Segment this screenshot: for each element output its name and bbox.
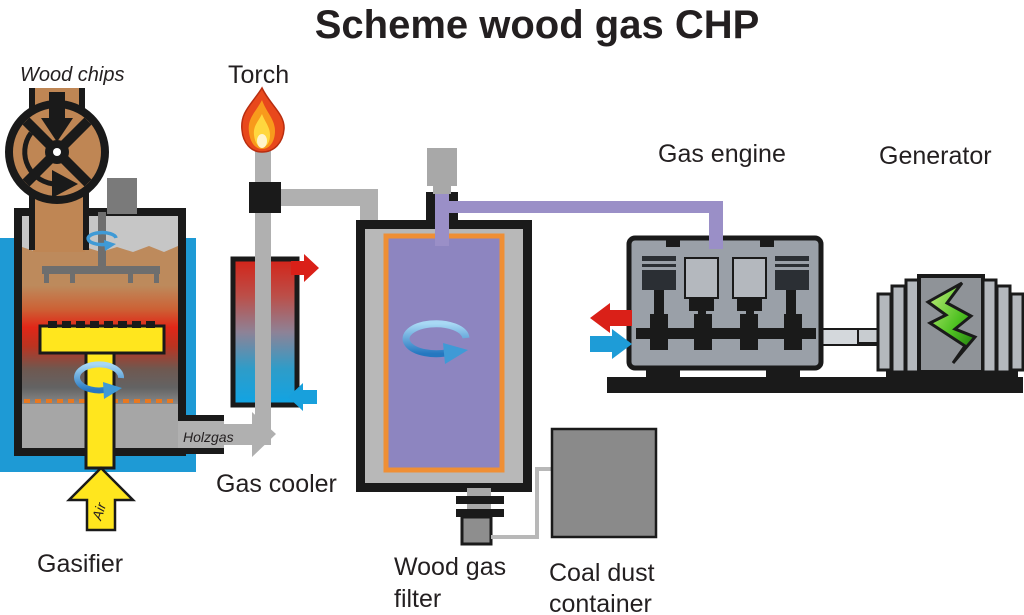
gas-cooler [230, 254, 319, 411]
gasifier [0, 88, 224, 472]
stirrer-tooth [70, 274, 75, 283]
wood-gas-pipe [224, 148, 378, 457]
stirrer-shaft [98, 212, 106, 270]
dust-outlet-box [460, 515, 493, 546]
labels: Scheme wood gas CHP Wood chips Torch Gas… [20, 3, 992, 615]
torch-riser-pipe [255, 148, 271, 445]
stirrer-tooth [44, 274, 49, 283]
cold-water-in-arrow [288, 383, 317, 411]
torch-valve-box [249, 182, 281, 213]
coal-dust-container [550, 427, 658, 539]
generator-left-ribs [876, 278, 921, 374]
air-inlet: Air [65, 466, 137, 532]
flame-icon [241, 86, 285, 153]
filter-flange [456, 509, 504, 517]
clean-gas-pipe-horizontal [441, 201, 723, 213]
gasifier-label: Gasifier [37, 550, 123, 578]
lightning-bolt-icon [925, 281, 978, 364]
chute-edge [79, 88, 85, 122]
clean-gas-pipe [441, 201, 723, 213]
stirrer-bar [42, 266, 160, 274]
wood-gas-filter-label-line1: Wood gas [394, 553, 506, 581]
rotation-arrow-icon [86, 230, 118, 251]
engine-cooling-water-in-arrow [590, 329, 632, 359]
gas-engine-label: Gas engine [658, 140, 786, 168]
generator [857, 274, 1024, 381]
stirrer-motor [107, 178, 137, 214]
air-flow-arrow [65, 466, 137, 532]
valve-hub-pin [53, 148, 61, 156]
gas-cooler-label: Gas cooler [216, 470, 337, 498]
coal-dust-label-line1: Coal dust [549, 559, 655, 587]
wood-chips-label: Wood chips [20, 64, 125, 86]
torch-label: Torch [228, 61, 289, 89]
dust-pipe [491, 467, 553, 539]
pipe-to-filter-horizontal [281, 189, 378, 206]
engine-head-notch [666, 236, 680, 247]
generator-right-ribs [981, 278, 1024, 374]
gas-engine [590, 201, 824, 378]
rotation-arrow-icon [74, 361, 124, 399]
air-distributor [38, 321, 166, 470]
filter-top-neck [433, 186, 451, 194]
engine-crankshaft [636, 314, 816, 350]
wood-chips-feed-arrow [41, 92, 73, 142]
fuel-inlet-pipe-edge [83, 192, 89, 250]
coal-dust-label-line2: container [549, 590, 652, 615]
chute-edge [29, 88, 35, 122]
fuel-inlet-pipe-edge [29, 192, 35, 250]
stirrer-tooth [128, 274, 133, 283]
filter-flange [456, 496, 504, 504]
engine-head-notch [760, 236, 774, 247]
diagram-title: Scheme wood gas CHP [315, 3, 760, 47]
engine-gas-inlet [709, 201, 723, 249]
wood-gas-filter-label-line2: filter [394, 585, 441, 613]
gas-out-arrow [224, 412, 276, 457]
holzgas-outlet [178, 415, 224, 454]
generator-label: Generator [879, 142, 992, 170]
holzgas-label: Holzgas [183, 429, 234, 445]
air-nozzle-bar [38, 324, 166, 355]
torch [241, 86, 285, 213]
stirrer-tooth [154, 274, 159, 283]
valve-rotation-arrowhead [52, 170, 78, 198]
rotary-valve [5, 88, 109, 204]
air-nozzle-dashes [48, 321, 155, 328]
rotation-arrow-icon [402, 320, 470, 364]
hot-water-out-arrow [291, 254, 319, 282]
wood-gas-filter [356, 148, 553, 546]
air-label: Air [88, 499, 109, 522]
filter-top-box [427, 148, 457, 186]
engine-hot-water-out-arrow [590, 303, 632, 333]
valve-rotation-arc [22, 131, 58, 187]
